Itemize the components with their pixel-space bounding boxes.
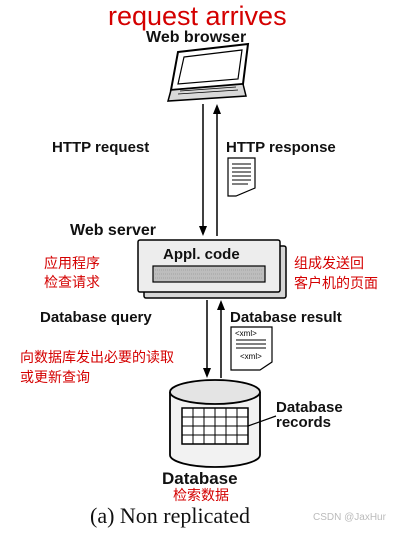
watermark: CSDN @JaxHur	[313, 512, 386, 523]
compose-reply-line-1: 组成发送回	[294, 255, 364, 271]
database-result-label: Database result	[230, 309, 342, 326]
database-query-arrow	[203, 300, 211, 378]
xml-tag-bottom: <xml>	[240, 352, 262, 361]
web-server-box	[137, 239, 287, 299]
database-query-label: Database query	[40, 309, 152, 326]
web-browser-label: Web browser	[146, 29, 247, 46]
database-records-grid	[181, 407, 249, 445]
xml-document-icon	[230, 326, 273, 371]
app-checks-request-line-1: 应用程序	[44, 255, 100, 271]
document-icon	[227, 157, 256, 197]
issue-query-line-1: 向数据库发出必要的读取	[20, 349, 174, 365]
issue-query-line-2: 或更新查询	[20, 369, 90, 385]
database-records-label-line-1: Database	[276, 399, 343, 416]
figure-caption: (a) Non replicated	[90, 503, 251, 528]
web-server-label: Web server	[70, 222, 156, 239]
http-response-arrow	[213, 104, 221, 236]
http-request-arrow	[199, 104, 207, 236]
request-arrives-annotation: request arrives	[108, 1, 287, 31]
database-label: Database	[162, 469, 238, 488]
app-checks-request-line-2: 检查请求	[44, 274, 100, 290]
records-pointer-line	[247, 415, 277, 427]
http-response-label: HTTP response	[226, 139, 336, 156]
compose-reply-line-2: 客户机的页面	[294, 275, 378, 291]
http-request-label: HTTP request	[52, 139, 150, 156]
laptop-icon	[167, 42, 250, 102]
xml-tag-top: <xml>	[235, 329, 257, 338]
appl-code-label: Appl. code	[163, 246, 240, 263]
database-result-arrow	[217, 300, 225, 378]
retrieve-data-annotation: 检索数据	[173, 487, 229, 503]
database-records-label-line-2: records	[276, 414, 332, 431]
